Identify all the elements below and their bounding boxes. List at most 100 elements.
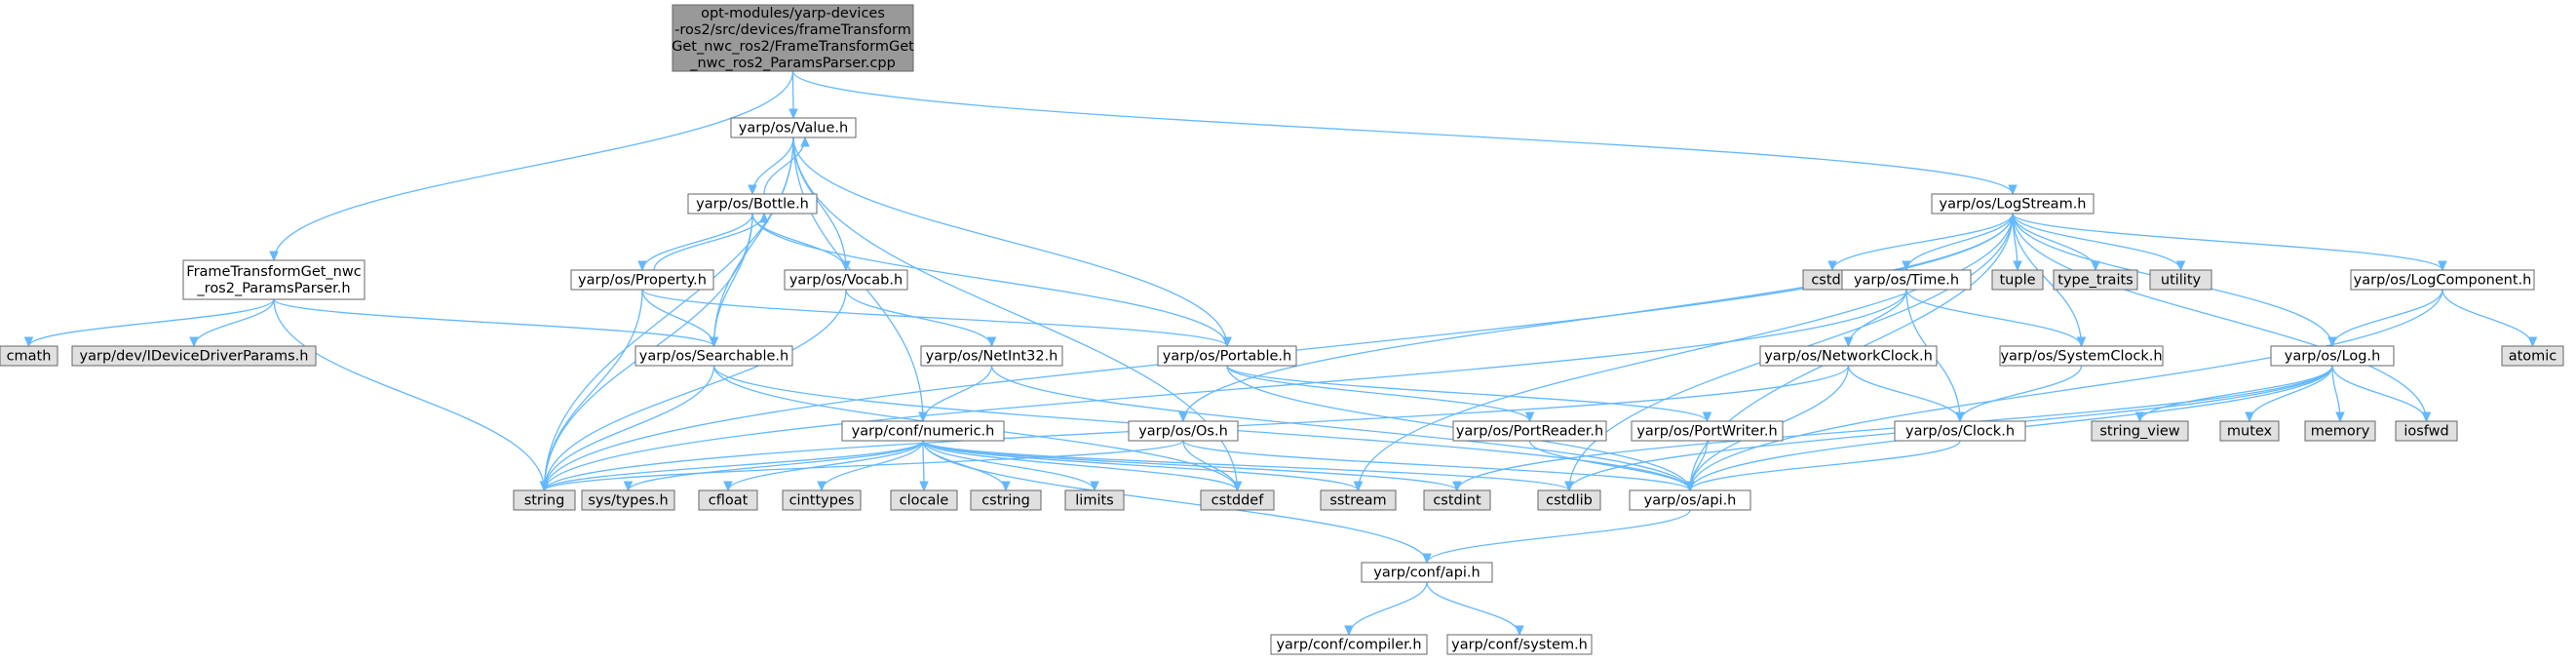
node-label: Get_nwc_ros2/FrameTransformGet bbox=[672, 39, 914, 55]
edge-arrowhead bbox=[2091, 260, 2100, 272]
edge-arrowhead bbox=[1843, 336, 1854, 348]
node-api-h[interactable]: yarp/os/api.h bbox=[1629, 489, 1751, 511]
node-label: string bbox=[524, 493, 565, 509]
edge-line bbox=[922, 440, 1570, 491]
edge-line bbox=[543, 440, 924, 491]
node-time-h[interactable]: yarp/os/Time.h bbox=[1841, 269, 1972, 291]
node-box bbox=[2149, 269, 2212, 291]
node-sys-types-h: sys/types.h bbox=[581, 489, 675, 511]
node-compiler-h[interactable]: yarp/conf/compiler.h bbox=[1270, 634, 1428, 655]
edge-arrowhead bbox=[1090, 481, 1099, 492]
node-label: opt-modules/yarp-devices bbox=[701, 6, 885, 21]
edge-line bbox=[543, 289, 847, 491]
node-label: yarp/conf/system.h bbox=[1451, 638, 1588, 653]
node-os-h[interactable]: yarp/os/Os.h bbox=[1128, 420, 1239, 442]
edge-arrowhead bbox=[788, 108, 798, 120]
node-box bbox=[890, 489, 958, 511]
node-label: cstring bbox=[981, 493, 1030, 509]
node-bottle-h[interactable]: yarp/os/Bottle.h bbox=[687, 193, 818, 215]
node-label: FrameTransformGet_nwc bbox=[186, 264, 361, 280]
node-networkclock-h[interactable]: yarp/os/NetworkClock.h bbox=[1759, 345, 1938, 367]
node-cmath: cmath bbox=[0, 345, 58, 367]
edge-logstream-h-to-utility bbox=[2012, 213, 2186, 272]
edge-line bbox=[712, 213, 753, 347]
edge-numeric-h-to-sstream bbox=[922, 440, 1364, 492]
node-box bbox=[687, 193, 818, 215]
node-box bbox=[2395, 420, 2458, 442]
node-logstream-h[interactable]: yarp/os/LogStream.h bbox=[1931, 193, 2095, 215]
node-label: yarp/os/PortWriter.h bbox=[1636, 424, 1777, 440]
node-box bbox=[782, 489, 862, 511]
node-numeric-h[interactable]: yarp/conf/numeric.h bbox=[841, 420, 1005, 442]
edge-arrowhead bbox=[919, 481, 929, 492]
node-label: yarp/os/LogStream.h bbox=[1940, 197, 2087, 213]
edge-systemclock-h-to-clock-h bbox=[1955, 365, 2083, 423]
edge-conf-api-h-to-compiler-h bbox=[1344, 581, 1428, 637]
node-label: type_traits bbox=[2057, 273, 2133, 289]
edge-numeric-h-to-clocale bbox=[919, 440, 929, 492]
node-clock-h[interactable]: yarp/os/Clock.h bbox=[1894, 420, 2026, 442]
node-root[interactable]: opt-modules/yarp-devices-ros2/src/device… bbox=[672, 4, 914, 72]
edge-line bbox=[791, 70, 2014, 195]
edge-arrowhead bbox=[23, 336, 34, 348]
node-box bbox=[2053, 269, 2138, 291]
node-label: yarp/os/Value.h bbox=[739, 121, 848, 137]
edge-log-h-to-string-view bbox=[2134, 365, 2333, 423]
node-label: _ros2_ParamsParser.h bbox=[196, 281, 350, 296]
node-portable-h[interactable]: yarp/os/Portable.h bbox=[1157, 345, 1297, 367]
edge-api-h-to-conf-api-h bbox=[1422, 509, 1691, 565]
node-cstddef: cstddef bbox=[1200, 489, 1275, 511]
node-box bbox=[581, 489, 675, 511]
node-searchable-h[interactable]: yarp/os/Searchable.h bbox=[634, 345, 793, 367]
node-box bbox=[1064, 489, 1125, 511]
edge-line bbox=[2012, 213, 2182, 271]
node-box bbox=[1128, 420, 1239, 442]
node-label: limits bbox=[1075, 493, 1113, 509]
node-conf-api-h[interactable]: yarp/conf/api.h bbox=[1361, 562, 1493, 583]
edge-time-h-to-networkclock-h bbox=[1843, 289, 1907, 348]
edge-arrowhead bbox=[623, 481, 634, 492]
node-box bbox=[1631, 420, 1784, 442]
edge-bottle-h-to-searchable-h bbox=[709, 213, 753, 348]
node-log-h[interactable]: yarp/os/Log.h bbox=[2270, 345, 2395, 367]
edge-ftg-parser-h-to-cmath bbox=[23, 298, 275, 348]
node-box bbox=[1894, 420, 2026, 442]
node-box bbox=[182, 259, 365, 300]
edge-arrowhead bbox=[1902, 260, 1911, 272]
node-box bbox=[672, 4, 914, 72]
node-cstring: cstring bbox=[970, 489, 1042, 511]
edge-line bbox=[627, 440, 924, 491]
node-portwriter-h[interactable]: yarp/os/PortWriter.h bbox=[1631, 420, 1784, 442]
edge-numeric-h-to-limits bbox=[922, 440, 1099, 492]
node-logcomponent-h[interactable]: yarp/os/LogComponent.h bbox=[2350, 269, 2535, 291]
node-vocab-h[interactable]: yarp/os/Vocab.h bbox=[784, 269, 908, 291]
node-label: yarp/os/Bottle.h bbox=[696, 197, 809, 213]
node-label: cstddef bbox=[1211, 493, 1265, 509]
edge-os-h-to-cstddef bbox=[1182, 440, 1243, 492]
edge-arrowhead bbox=[1178, 411, 1188, 423]
edge-root-to-ftg-parser-h bbox=[269, 70, 794, 262]
node-box bbox=[970, 489, 1042, 511]
node-portreader-h[interactable]: yarp/os/PortReader.h bbox=[1452, 420, 1607, 442]
node-label: memory bbox=[2311, 424, 2370, 440]
edge-arrowhead bbox=[759, 212, 769, 223]
node-system-h[interactable]: yarp/conf/system.h bbox=[1446, 634, 1593, 655]
edge-ftg-parser-h-to-idevicedriverparams-h bbox=[189, 298, 275, 348]
node-label: yarp/conf/numeric.h bbox=[852, 424, 995, 440]
node-ftg-parser-h[interactable]: FrameTransformGet_nwc_ros2_ParamsParser.… bbox=[182, 259, 365, 300]
node-systemclock-h[interactable]: yarp/os/SystemClock.h bbox=[1999, 345, 2164, 367]
node-netint32-h[interactable]: yarp/os/NetInt32.h bbox=[920, 345, 1063, 367]
edge-line bbox=[2138, 365, 2333, 422]
node-property-h[interactable]: yarp/os/Property.h bbox=[570, 269, 714, 291]
node-box bbox=[1320, 489, 1397, 511]
edge-arrowhead bbox=[723, 481, 733, 492]
node-box bbox=[1841, 269, 1972, 291]
node-label: tuple bbox=[1999, 273, 2035, 289]
edge-line bbox=[922, 440, 1458, 491]
node-clocale: clocale bbox=[890, 489, 958, 511]
node-label: yarp/os/Property.h bbox=[578, 273, 707, 289]
node-value-h[interactable]: yarp/os/Value.h bbox=[730, 117, 857, 138]
edge-arrowhead bbox=[1515, 625, 1524, 637]
node-label: yarp/os/Os.h bbox=[1138, 424, 1228, 440]
node-label: utility bbox=[2161, 273, 2202, 289]
